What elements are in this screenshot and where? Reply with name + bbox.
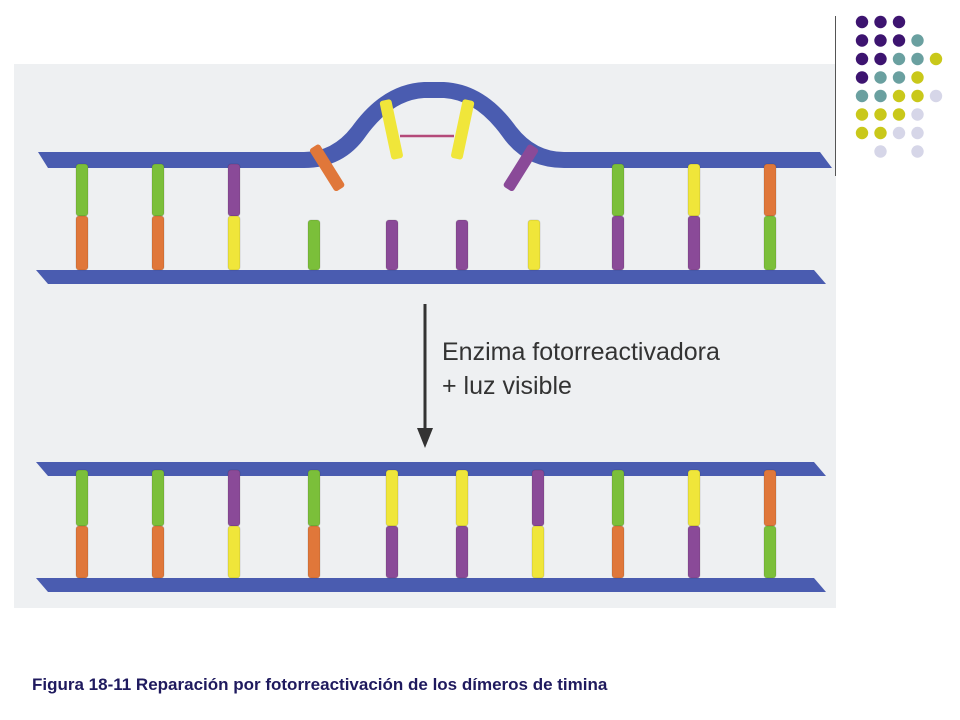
dna-repair-diagram: Enzima fotorreactivadora + luz visible	[36, 82, 832, 592]
decorative-dot	[855, 71, 869, 84]
decorative-dot	[855, 89, 869, 103]
base-lower	[611, 215, 625, 271]
figure-caption: Figura 18-11 Reparación por fotorreactiv…	[32, 675, 608, 694]
base-upper	[75, 469, 89, 527]
decorative-dot	[855, 108, 869, 121]
decorative-dot	[929, 89, 943, 103]
base-upper	[307, 469, 321, 527]
base-lower	[687, 525, 701, 579]
decorative-dot	[874, 126, 887, 140]
upper-backbone-bulged	[38, 82, 832, 168]
decorative-dot	[929, 52, 943, 66]
decorative-dot	[892, 15, 906, 29]
decorative-dot	[874, 15, 887, 29]
thymine-right	[451, 99, 475, 160]
base-upper	[385, 469, 399, 527]
reaction-arrow: Enzima fotorreactivadora + luz visible	[417, 304, 720, 448]
base-upper	[611, 163, 625, 217]
decorative-dot	[874, 145, 887, 158]
decorative-dot	[855, 34, 869, 47]
base-lower	[307, 525, 321, 579]
decorative-dot	[892, 34, 906, 47]
base-upper	[687, 469, 701, 527]
base-upper	[455, 469, 469, 527]
damaged-dna-strand	[36, 82, 832, 284]
base-lower	[227, 525, 241, 579]
base-lower	[75, 525, 89, 579]
decorative-dot	[874, 52, 887, 66]
lower-backbone	[36, 270, 826, 284]
base-unpaired	[307, 219, 321, 271]
base-lower	[531, 525, 545, 579]
decorative-dot	[911, 71, 924, 84]
decorative-dot	[911, 52, 924, 66]
base-upper	[763, 469, 777, 527]
base-unpaired	[527, 219, 541, 271]
arrow-label-line2: + luz visible	[442, 372, 572, 400]
decorative-dot	[855, 15, 869, 29]
lower-backbone	[36, 578, 826, 592]
decorative-dot	[892, 89, 906, 103]
base-upper	[75, 163, 89, 217]
base-lower	[763, 215, 777, 271]
decorative-dot	[874, 108, 887, 121]
base-tilted-left	[309, 144, 345, 192]
base-lower	[151, 215, 165, 271]
decorative-dot	[911, 108, 924, 121]
base-upper	[227, 163, 241, 217]
repaired-dna-strand	[36, 462, 826, 592]
decorative-dot	[911, 89, 924, 103]
thymine-left	[379, 99, 403, 160]
decorative-dot	[892, 71, 906, 84]
decorative-dot	[874, 71, 887, 84]
base-lower	[455, 525, 469, 579]
decorative-dot	[855, 52, 869, 66]
base-lower	[763, 525, 777, 579]
decorative-dot	[874, 34, 887, 47]
base-tilted-right	[503, 144, 539, 192]
decorative-dot	[892, 52, 906, 66]
base-lower	[151, 525, 165, 579]
base-upper	[531, 469, 545, 527]
decorative-dot	[874, 89, 887, 103]
base-lower	[227, 215, 241, 271]
base-upper	[763, 163, 777, 217]
base-unpaired	[455, 219, 469, 271]
decorative-dot	[892, 126, 906, 140]
decorative-dot-grid	[855, 15, 943, 158]
decorative-dot	[911, 34, 924, 47]
base-upper	[611, 469, 625, 527]
base-lower	[385, 525, 399, 579]
decorative-vertical-line	[835, 16, 836, 176]
base-lower	[611, 525, 625, 579]
base-lower	[75, 215, 89, 271]
base-upper	[227, 469, 241, 527]
arrow-label-line1: Enzima fotorreactivadora	[442, 338, 720, 366]
decorative-dot	[911, 145, 924, 158]
decorative-dot	[892, 108, 906, 121]
base-upper	[687, 163, 701, 217]
decorative-dot	[911, 126, 924, 140]
base-upper	[151, 469, 165, 527]
decorative-dot	[855, 126, 869, 140]
base-unpaired	[385, 219, 399, 271]
base-lower	[687, 215, 701, 271]
base-upper	[151, 163, 165, 217]
